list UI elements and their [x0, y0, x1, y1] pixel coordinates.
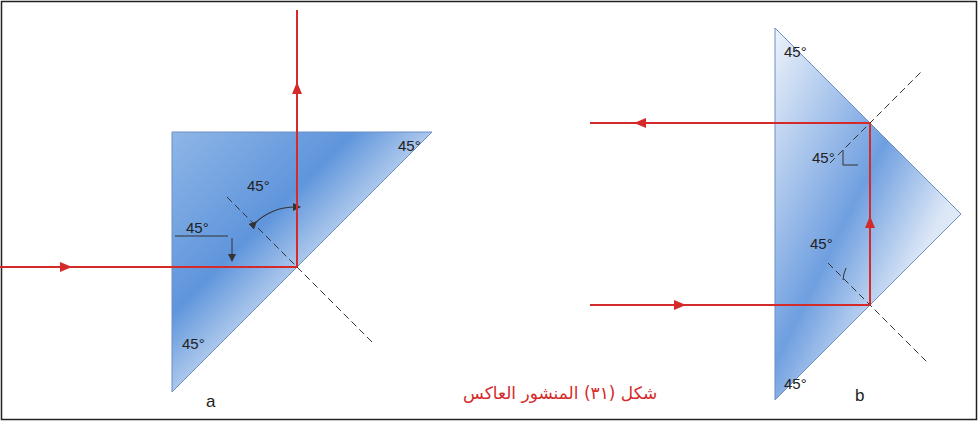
angle-label: 45°	[784, 376, 807, 391]
figure-letter: a	[206, 393, 215, 410]
angle-label: 45°	[247, 178, 270, 193]
figure-caption: شكل (٣١) المنشور العاكس	[463, 383, 657, 403]
angle-label: 45°	[186, 220, 209, 235]
angle-label: 45°	[810, 236, 833, 251]
angle-label: 45°	[784, 44, 807, 59]
angle-label: 45°	[182, 336, 205, 351]
angle-label: 45°	[812, 150, 835, 165]
angle-label: 45°	[398, 138, 421, 153]
figure-letter: b	[855, 387, 864, 404]
